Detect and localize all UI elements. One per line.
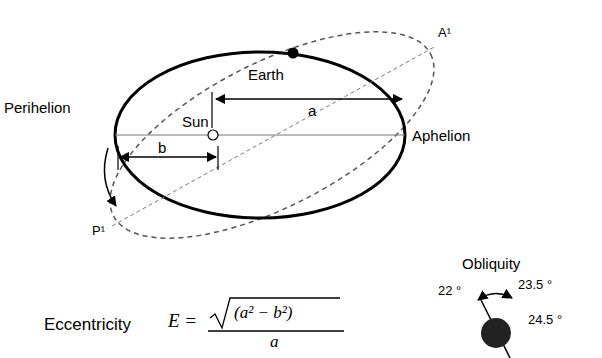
point-label: A¹ xyxy=(438,26,451,40)
major-axis xyxy=(115,135,405,136)
earth-orbit xyxy=(115,52,405,218)
dimension-label: b xyxy=(158,140,166,157)
planet-symbol xyxy=(481,318,511,348)
angle-label: 24.5 ° xyxy=(528,313,562,327)
b-arrow xyxy=(120,156,216,158)
formula-text: E = xyxy=(168,311,197,332)
fraction-bar xyxy=(208,330,344,331)
rotated-axis xyxy=(112,46,436,226)
a-arrow xyxy=(216,98,402,100)
dimension-label: a xyxy=(308,103,316,120)
tilt-axis xyxy=(481,300,510,358)
radical-sign xyxy=(210,298,340,328)
angle-label: 23.5 ° xyxy=(518,278,552,292)
formula-text: (a² − b²) xyxy=(234,304,293,323)
obliquity-arrow xyxy=(478,293,512,300)
formula-name: Eccentricity xyxy=(44,316,131,335)
orbit-label: Earth xyxy=(248,67,284,84)
sun-symbol xyxy=(208,130,218,140)
point-label: P¹ xyxy=(92,224,105,238)
earth-symbol xyxy=(288,48,299,59)
formula-text: a xyxy=(270,333,279,352)
orbit-label: Perihelion xyxy=(4,100,71,117)
shifted-orbit xyxy=(81,0,464,280)
section-title: Obliquity xyxy=(462,256,520,273)
orbit-label: Sun xyxy=(182,114,209,131)
angle-label: 22 ° xyxy=(438,284,461,298)
orbit-label: Aphelion xyxy=(412,128,470,145)
precession-arrow xyxy=(104,148,116,206)
